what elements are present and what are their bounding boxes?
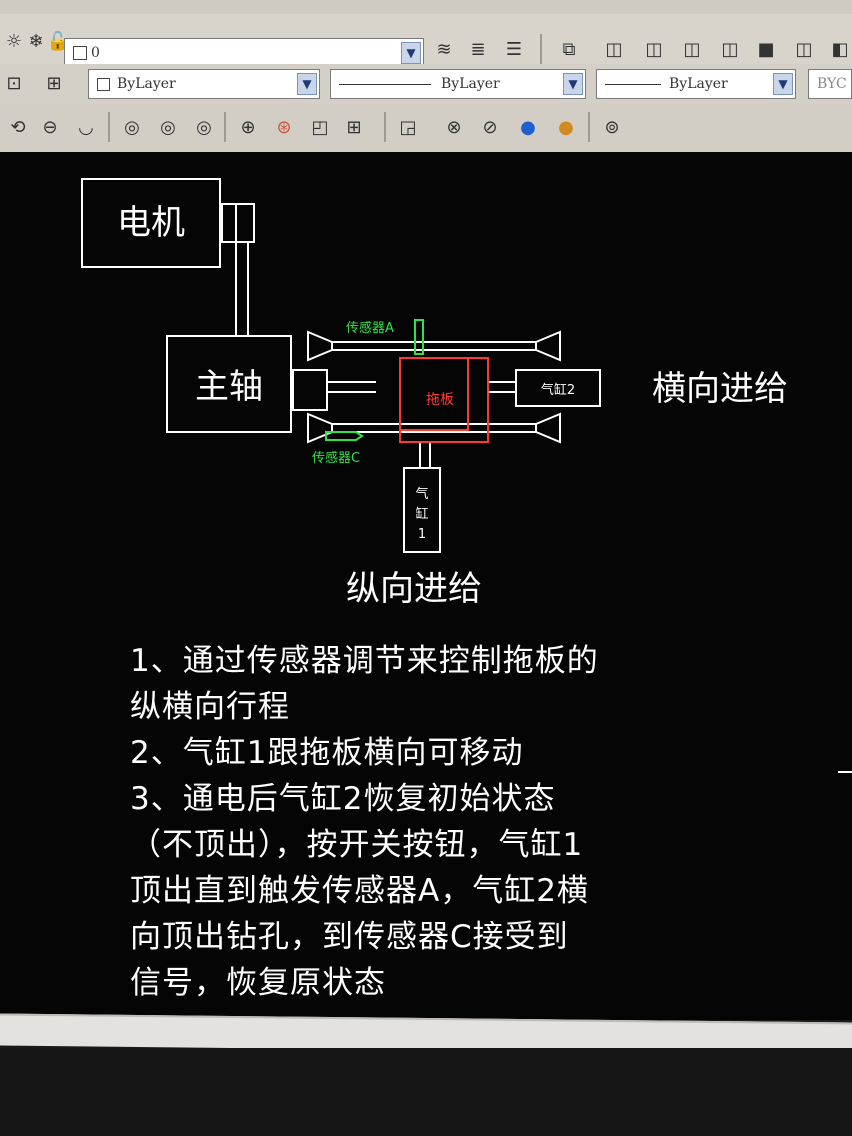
spindle-chuck <box>292 369 328 411</box>
color-swatch <box>97 78 110 91</box>
cylinder1-label-line2: 缸 <box>415 506 428 522</box>
match-properties-icon[interactable]: ⊡ <box>6 73 22 94</box>
box-icon[interactable]: ◫ <box>795 39 813 60</box>
motor-shaft-coupling <box>221 203 255 243</box>
chevron-down-icon[interactable]: ▼ <box>401 42 421 64</box>
cylinder1-box <box>403 467 441 553</box>
lower-rail-right-end <box>535 412 561 444</box>
cylinder1-label-line3: 1 <box>418 527 426 542</box>
color-combo[interactable]: ByLayer ▼ <box>88 69 320 99</box>
lineweight-combo[interactable]: ByLayer ▼ <box>596 69 796 99</box>
layer-on-icon[interactable]: ☼ <box>5 31 23 52</box>
toolbar-divider <box>588 112 590 142</box>
cylinder1-label-line1: 气 <box>415 486 428 502</box>
vertical-feed-label: 纵向进给 <box>346 569 482 609</box>
chevron-down-icon[interactable]: ▼ <box>773 73 793 95</box>
notes-block: 1、通过传感器调节来控制拖板的 纵横向行程 2、气缸1跟拖板横向可移动 3、通电… <box>130 638 730 1006</box>
note-line: 纵横向行程 <box>130 689 290 725</box>
top-toolbar-strip <box>0 0 852 15</box>
view-cube-icon[interactable]: ◫ <box>605 39 623 60</box>
spindle-label: 主轴 <box>195 367 263 407</box>
layer-combo-value: 0 <box>91 45 100 61</box>
mop-plate-inner <box>399 357 469 431</box>
lineweight-sample <box>605 84 661 85</box>
note-line: 信号，恢复原状态 <box>130 965 386 1001</box>
note-line: 2、气缸1跟拖板横向可移动 <box>130 735 524 771</box>
sensor-c-label: 传感器C <box>312 450 360 466</box>
linetype-combo[interactable]: ByLayer ▼ <box>330 69 586 99</box>
linetype-sample <box>339 84 431 85</box>
sensor-c-body <box>325 431 364 441</box>
note-line: 3、通电后气缸2恢复初始状态 <box>130 781 556 817</box>
sensor-a-label: 传感器A <box>346 320 394 336</box>
properties-toolbar: ⊡ ⊞ ByLayer ▼ ByLayer ▼ ByLayer ▼ BYC <box>0 64 852 105</box>
lower-rail-left-end <box>307 412 333 444</box>
array-3d-icon[interactable]: ⊞ <box>346 117 362 138</box>
rotate-3d-icon[interactable]: ⊛ <box>276 117 292 138</box>
toolbar-divider <box>224 112 226 142</box>
material-sphere-icon[interactable]: ● <box>558 117 574 138</box>
modeling-toolbar: ⟲ ⊖ ◡ ◎ ◎ ◎ ⊕ ⊛ ◰ ⊞ ◲ ⊗ ⊘ ● ● ⊚ <box>0 104 852 153</box>
drawing-canvas[interactable]: 拖板 气缸2 气 缸 1 传感器A 传感器C 电机 主轴 横向进给 纵向进给 <box>0 152 852 1020</box>
revolve-icon[interactable]: ⟲ <box>10 117 26 138</box>
note-line: 向顶出钻孔，到传感器C接受到 <box>130 919 569 955</box>
box-icon[interactable]: ◧ <box>831 39 849 60</box>
box-icon[interactable]: ◫ <box>645 39 663 60</box>
box-icon[interactable]: ◫ <box>721 39 739 60</box>
render-sphere-icon[interactable]: ● <box>520 117 536 138</box>
box-icon[interactable]: ◫ <box>683 39 701 60</box>
layer-freeze-icon[interactable]: ❄ <box>28 31 44 52</box>
lock-icon[interactable]: 🔓 <box>46 31 70 52</box>
loft-icon[interactable]: ◡ <box>78 117 94 138</box>
motor-label: 电机 <box>117 203 185 243</box>
plotstyle-combo-value: BYC <box>817 76 847 92</box>
intersect-icon[interactable]: ◎ <box>196 117 212 138</box>
note-line: 1、通过传感器调节来控制拖板的 <box>130 643 599 679</box>
spindle-box <box>166 335 292 433</box>
sweep-icon[interactable]: ⊖ <box>42 117 58 138</box>
plotstyle-combo[interactable]: BYC <box>808 69 852 99</box>
motor-box <box>81 178 221 268</box>
solid-icon[interactable]: ■ <box>757 39 775 60</box>
toolbar-divider <box>108 112 110 142</box>
align-icon[interactable]: ◰ <box>311 117 329 138</box>
mop-plate-label: 拖板 <box>426 392 454 408</box>
lineweight-combo-value: ByLayer <box>669 76 728 92</box>
layer-state-icon[interactable]: ☰ <box>505 39 523 60</box>
cylinder2-label: 气缸2 <box>541 382 575 398</box>
render-icon[interactable]: ⊚ <box>604 117 620 138</box>
layer-previous-icon[interactable]: ≣ <box>470 39 486 60</box>
layers-toolbar: ☼ ❄ 🔓 0 ▼ ≋ ≣ ☰ ⧉ ◫ ◫ ◫ ◫ ■ ◫ ◧ <box>0 14 852 68</box>
make-current-icon[interactable]: ≋ <box>436 39 452 60</box>
view-icon[interactable]: ⧉ <box>562 39 576 60</box>
note-line: 顶出直到触发传感器A，气缸2横 <box>130 873 589 909</box>
note-line: （不顶出），按开关按钮，气缸1 <box>130 827 584 863</box>
layer-color-swatch <box>73 46 87 60</box>
shade-icon[interactable]: ⊗ <box>446 117 462 138</box>
layer-manager-icon[interactable]: ⊞ <box>46 73 62 94</box>
linetype-combo-value: ByLayer <box>441 76 500 92</box>
subtract-icon[interactable]: ◎ <box>160 117 176 138</box>
toolbar-divider <box>384 112 386 142</box>
sensor-a-body <box>414 319 424 355</box>
color-combo-value: ByLayer <box>117 76 176 92</box>
toolbar-divider <box>540 34 542 64</box>
move-3d-icon[interactable]: ⊕ <box>240 117 256 138</box>
hidden-icon[interactable]: ⊘ <box>482 117 498 138</box>
upper-rail-left-end <box>307 330 333 362</box>
orbit-icon[interactable]: ◲ <box>399 117 417 138</box>
union-icon[interactable]: ◎ <box>124 117 140 138</box>
chevron-down-icon[interactable]: ▼ <box>297 73 317 95</box>
horizontal-feed-label: 横向进给 <box>652 369 788 409</box>
layer-combo[interactable]: 0 ▼ <box>64 38 424 68</box>
cylinder2-box <box>515 369 601 407</box>
command-area <box>0 1048 852 1136</box>
mechanism-diagram: 拖板 气缸2 气 缸 1 传感器A 传感器C 电机 主轴 横向进给 纵向进给 <box>81 178 852 773</box>
upper-rail-right-end <box>535 330 561 362</box>
chevron-down-icon[interactable]: ▼ <box>563 73 583 95</box>
